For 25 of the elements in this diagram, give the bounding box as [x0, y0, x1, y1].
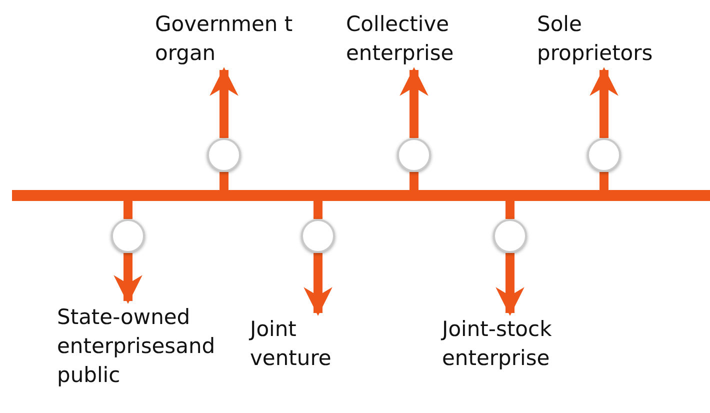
category-label: State-owned enterprisesand public	[57, 303, 237, 390]
category-label: Joint venture	[250, 315, 350, 373]
arrow	[496, 253, 524, 316]
arrow	[304, 253, 332, 316]
connector	[506, 201, 514, 219]
connector	[124, 201, 132, 219]
connector	[314, 201, 322, 219]
connector	[220, 172, 228, 190]
arrow	[114, 253, 142, 304]
junction-circle	[207, 138, 241, 172]
junction-circle	[301, 219, 335, 253]
connector	[600, 172, 608, 190]
category-label: Joint-stock enterprise	[442, 315, 582, 373]
arrow	[590, 67, 618, 138]
junction-circle	[587, 138, 621, 172]
category-label: Sole proprietors	[537, 10, 672, 68]
category-label: Collective enterprise	[346, 10, 476, 68]
junction-circle	[397, 138, 431, 172]
timeline-band	[12, 190, 710, 201]
category-label: Governmen t organ	[155, 10, 293, 68]
connector	[410, 172, 418, 190]
arrow	[210, 67, 238, 138]
junction-circle	[111, 219, 145, 253]
arrow	[400, 67, 428, 138]
junction-circle	[493, 219, 527, 253]
